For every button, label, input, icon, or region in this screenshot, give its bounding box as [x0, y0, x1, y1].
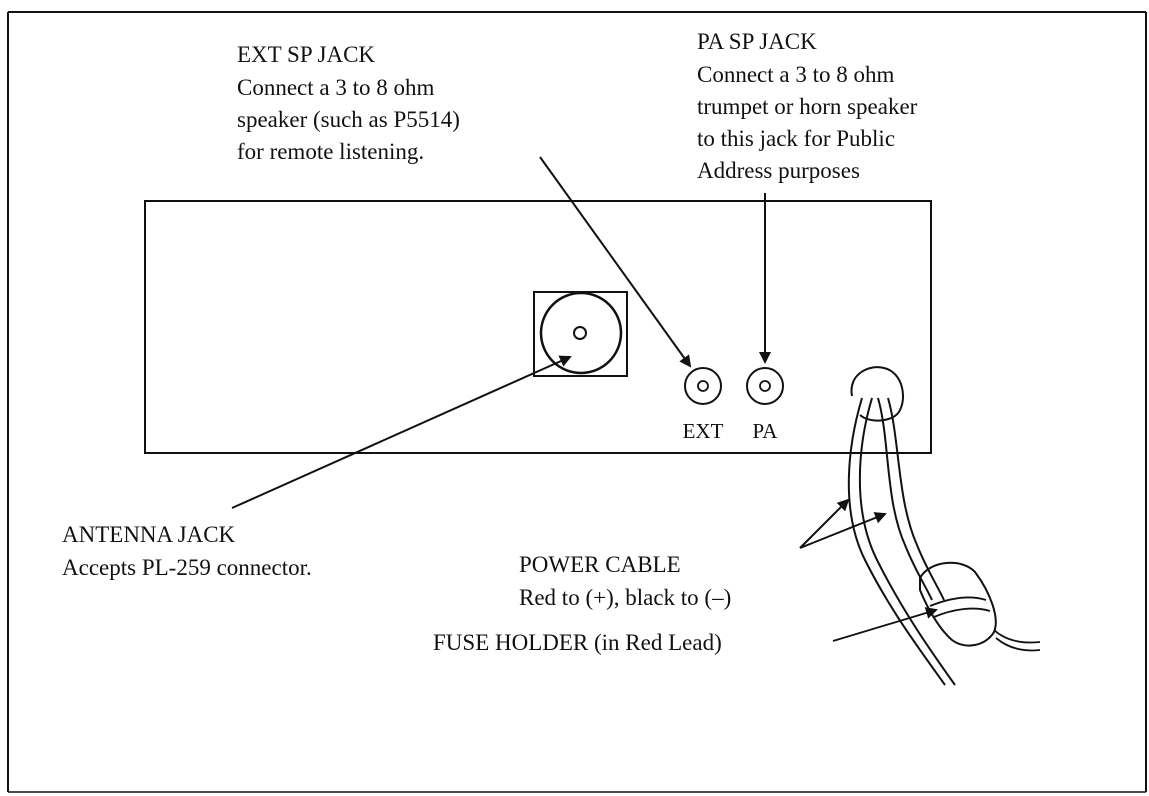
- ext-jack-label: EXT: [683, 419, 724, 443]
- pa-sp-jack-callout: PA SP JACK Connect a 3 to 8 ohm trumpet …: [697, 29, 918, 183]
- pa-jack-label: PA: [753, 419, 779, 443]
- callout-arrows: [231, 156, 938, 642]
- pa-sp-jack-line-2: trumpet or horn speaker: [697, 94, 918, 119]
- antenna-jack-line-1: Accepts PL-259 connector.: [62, 555, 312, 580]
- page-frame: [7, 11, 1147, 793]
- antenna-jack-callout: ANTENNA JACK Accepts PL-259 connector.: [62, 522, 312, 580]
- ext-sp-jack-line-3: for remote listening.: [237, 139, 424, 164]
- ext-sp-jack-callout: EXT SP JACK Connect a 3 to 8 ohm speaker…: [237, 42, 460, 164]
- ext-sp-jack-line-2: speaker (such as P5514): [237, 107, 460, 132]
- ext-jack: EXT: [683, 367, 724, 443]
- ext-jack-arrow: [539, 156, 692, 368]
- pa-sp-jack-line-4: Address purposes: [697, 158, 860, 183]
- pa-sp-jack-line-3: to this jack for Public: [697, 126, 895, 151]
- pa-sp-jack-line-1: Connect a 3 to 8 ohm: [697, 62, 894, 87]
- power-cable-arrow-2: [799, 512, 887, 549]
- power-cable-arrow-1: [799, 498, 850, 549]
- pa-sp-jack-title: PA SP JACK: [697, 29, 817, 54]
- antenna-jack-socket: [533, 291, 628, 377]
- power-cable-line-1: Red to (+), black to (–): [519, 585, 731, 610]
- power-cable-callout: POWER CABLE Red to (+), black to (–): [519, 552, 731, 610]
- ext-sp-jack-title: EXT SP JACK: [237, 42, 375, 67]
- antenna-jack-title: ANTENNA JACK: [62, 522, 236, 547]
- antenna-jack-arrow: [231, 355, 572, 509]
- power-cable-title: POWER CABLE: [519, 552, 681, 577]
- rear-panel: [144, 200, 932, 454]
- ext-sp-jack-line-1: Connect a 3 to 8 ohm: [237, 75, 434, 100]
- pa-jack: PA: [746, 367, 784, 443]
- fuse-holder-title: FUSE HOLDER (in Red Lead): [433, 630, 722, 655]
- fuse-holder-arrow: [832, 607, 938, 642]
- power-cable-drawing: [847, 366, 1041, 686]
